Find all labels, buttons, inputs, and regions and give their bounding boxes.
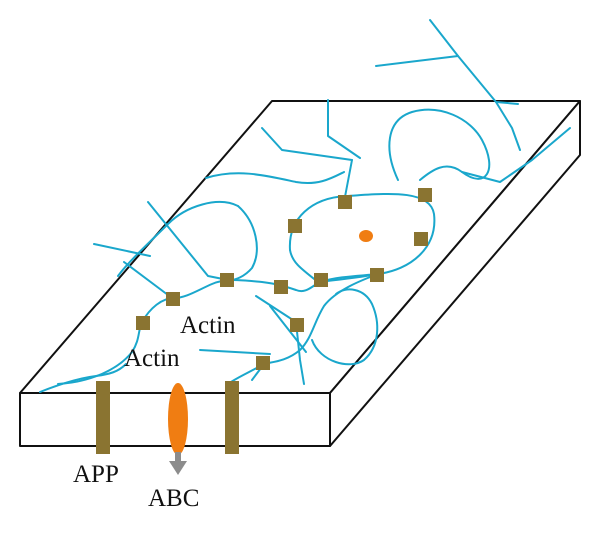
filament [375, 19, 459, 67]
anchor-proteins [136, 188, 432, 370]
filament [289, 249, 319, 283]
filament [93, 243, 151, 257]
anchor-square [370, 268, 384, 282]
anchor-square [290, 318, 304, 332]
filament [263, 273, 379, 365]
anchor-square [418, 188, 432, 202]
anchor-square [256, 356, 270, 370]
actin-label-upper: Actin [180, 312, 236, 339]
anchor-square [166, 292, 180, 306]
anchor-square [220, 273, 234, 287]
membrane-slab [19, 100, 581, 447]
abc-transporter [168, 383, 188, 455]
slab-side-face [329, 100, 581, 447]
filament [117, 201, 239, 277]
filament [199, 349, 271, 355]
filament [311, 288, 379, 366]
filament [261, 127, 353, 161]
filament [269, 305, 307, 353]
anchor-square [314, 273, 328, 287]
app-protein-right [225, 381, 239, 454]
efflux-arrow [169, 452, 187, 475]
app-protein-left [96, 381, 110, 454]
filament [461, 127, 571, 183]
anchor-square [136, 316, 150, 330]
filament [457, 55, 519, 105]
abc-label: ABC [148, 485, 200, 512]
anchor-square [288, 219, 302, 233]
orange-dot [359, 230, 373, 242]
filament [327, 99, 361, 159]
filament [39, 363, 127, 393]
actin-label-lower: Actin [124, 345, 180, 372]
anchor-square [274, 280, 288, 294]
anchor-square [414, 232, 428, 246]
filament [495, 101, 521, 151]
actin-filament-network [39, 19, 571, 393]
filament [57, 273, 379, 385]
filament [388, 108, 491, 181]
app-label: APP [73, 461, 119, 488]
filament [123, 261, 173, 299]
anchor-square [338, 195, 352, 209]
filament [205, 171, 345, 184]
